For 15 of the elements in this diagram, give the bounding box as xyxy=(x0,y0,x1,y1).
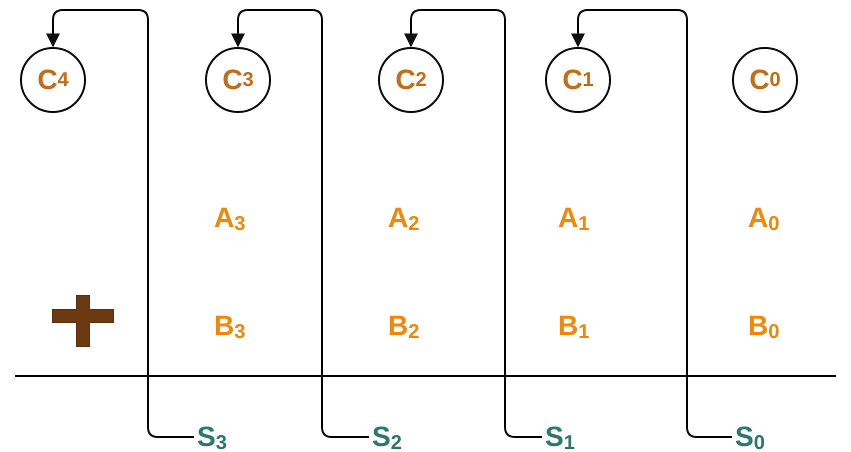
bit-label: B$_{3}$ xyxy=(214,311,246,345)
sum-bit-label: S$_{0}$ xyxy=(735,422,765,452)
sum-bit-label: S$_{1}$ xyxy=(545,422,575,452)
sum-bit-label: S$_{3}$ xyxy=(197,422,227,452)
bit-label: B$_{1}$ xyxy=(558,311,590,345)
bit-label: B$_{2}$ xyxy=(388,311,420,345)
carry-arrow xyxy=(46,9,194,438)
bit-label: B$_{0}$ xyxy=(748,311,780,345)
carry-arrow xyxy=(571,9,732,438)
bit-label: A$_{0}$ xyxy=(748,203,780,237)
bit-label: A$_{3}$ xyxy=(214,203,246,237)
bit-label: A$_{2}$ xyxy=(388,203,420,237)
sum-bit-label: S$_{2}$ xyxy=(372,422,402,452)
carry-arrow xyxy=(231,9,369,438)
bit-label: A$_{1}$ xyxy=(558,203,590,237)
